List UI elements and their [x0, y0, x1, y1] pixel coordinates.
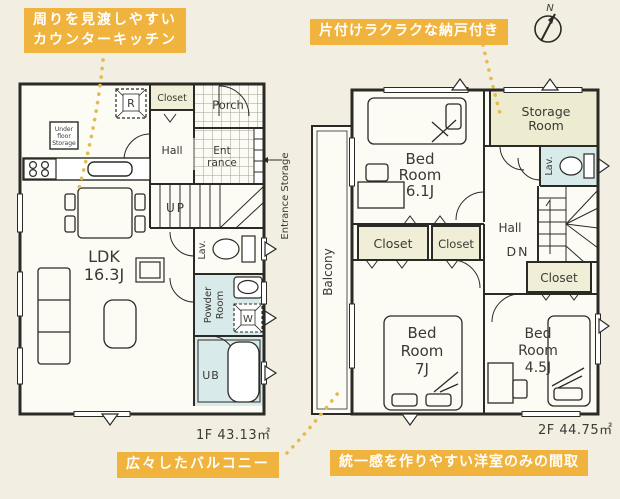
annotation-counter-kitchen-line1: 周りを見渡しやすい: [33, 12, 177, 28]
toilet-icon-1f: [212, 235, 256, 263]
label-bed2-size: 7J: [415, 360, 429, 378]
2f-stairs: [538, 186, 599, 263]
label-closet-mid: Closet: [438, 237, 474, 251]
2f-outer-wall: [350, 88, 600, 416]
underfloor-storage: Under floor Storage: [49, 121, 79, 150]
2f-interior-walls: [352, 90, 598, 414]
label-entrance-storage: Entrance Storage: [280, 152, 291, 239]
label-balcony: Balcony: [321, 248, 335, 296]
label-ldk: LDK: [88, 247, 120, 266]
label-entrance-1: Ent: [213, 145, 230, 157]
toilet-icon-2f: [559, 153, 595, 179]
label-storage-room-1: Storage: [522, 104, 571, 119]
1f-porch-room: [194, 84, 264, 128]
tv-board: [135, 257, 165, 283]
svg-text:R: R: [127, 97, 135, 110]
svg-text:W: W: [243, 314, 253, 325]
stove-icon: [23, 158, 57, 180]
1f-stairs: [159, 184, 265, 229]
label-closet-right: Closet: [540, 271, 578, 285]
label-lav-2f: Lav.: [544, 156, 555, 175]
label-ldk-size: 16.3J: [84, 265, 124, 284]
label-bed3-size: 4.5J: [525, 360, 551, 376]
bath-inner-wall: [197, 339, 261, 403]
2f-closet-left: [357, 225, 429, 261]
label-bed2: Bed: [407, 324, 436, 342]
annotation-balcony: 広々したバルコニー: [117, 452, 279, 478]
label-bed3-room: Room: [518, 343, 558, 359]
label-up: UP: [166, 201, 186, 215]
1f-closet-room: [150, 84, 194, 110]
sofa: [37, 267, 71, 365]
annotation-storage-text: 片付けラクラクな納戸付き: [319, 23, 499, 39]
label-bed1-room: Room: [399, 166, 442, 184]
label-closet-left: Closet: [374, 236, 413, 251]
svg-text:Under: Under: [55, 126, 74, 133]
area-label-2f: 2F 44.75㎡: [538, 423, 613, 438]
vent-arrow-icons-1f: [100, 240, 278, 426]
label-closet-1f: Closet: [157, 93, 187, 104]
annotation-balcony-text: 広々したバルコニー: [126, 456, 270, 472]
floorplan-1f: Under floor Storage R: [17, 82, 291, 426]
2f-doors: [365, 145, 581, 323]
svg-text:floor: floor: [57, 133, 71, 140]
compass-icon: N: [534, 3, 562, 43]
label-bed1-size: 6.1J: [406, 182, 434, 200]
floorplan-2f: Balcony: [311, 77, 610, 426]
bathtub-icon: [227, 341, 260, 403]
bed2-furniture: [383, 315, 463, 411]
2f-storage-room: [490, 90, 598, 146]
label-ub: UB: [202, 369, 220, 382]
balcony: Balcony: [311, 125, 353, 415]
label-bed3: Bed: [524, 326, 551, 342]
label-storage-room-2: Room: [528, 118, 564, 133]
annotation-storage: 片付けラクラクな納戸付き: [310, 19, 508, 45]
area-label-1f: 1F 43.13㎡: [196, 428, 271, 443]
sink-icon: [233, 276, 263, 299]
label-dn: DN: [507, 244, 530, 259]
1f-entrance-room: [194, 128, 254, 184]
1f-interior-walls: [149, 84, 264, 406]
coffee-table: [103, 299, 137, 349]
label-porch: Porch: [212, 98, 244, 112]
annotation-counter-kitchen: 周りを見渡しやすい カウンターキッチン: [24, 8, 186, 54]
dining-set: [64, 187, 146, 239]
fridge-box: R: [115, 88, 147, 119]
2f-closet-right: [526, 261, 592, 293]
bed3-furniture: [487, 315, 591, 407]
vent-arrow-icons-2f: [400, 77, 610, 426]
label-lav-1f: Lav.: [197, 240, 208, 259]
label-hall-2f: Hall: [498, 221, 521, 235]
label-hall-1f: Hall: [161, 144, 182, 157]
annotation-counter-kitchen-line2: カウンターキッチン: [33, 31, 177, 48]
compass-north-label: N: [546, 3, 554, 14]
washer-box: W: [233, 303, 263, 333]
label-powder-2: Room: [215, 291, 226, 319]
annotation-western-rooms: 統一感を作りやすい洋室のみの間取: [330, 450, 588, 476]
label-bed2-room: Room: [401, 342, 444, 360]
label-entrance-2: rance: [207, 157, 237, 169]
svg-text:Storage: Storage: [52, 140, 76, 147]
annotation-western-rooms-text: 統一感を作りやすい洋室のみの間取: [339, 454, 579, 470]
label-powder-1: Powder: [203, 286, 214, 323]
bed1-furniture: [357, 97, 467, 209]
1f-doors: [123, 85, 250, 363]
entrance-storage-arrowhead: [262, 157, 268, 163]
label-bed1: Bed: [405, 150, 434, 168]
